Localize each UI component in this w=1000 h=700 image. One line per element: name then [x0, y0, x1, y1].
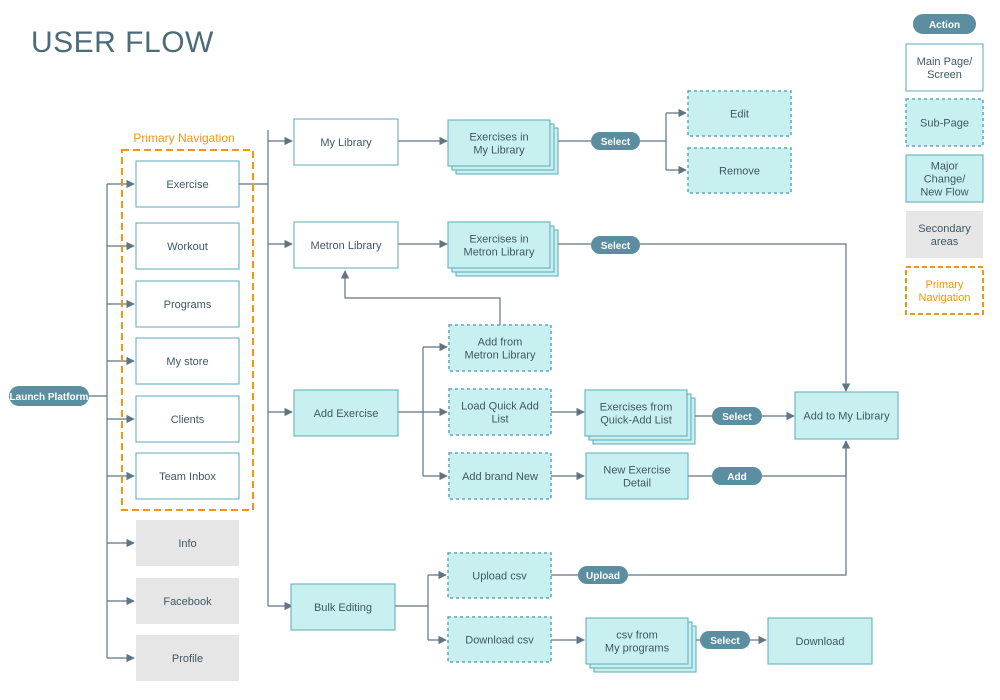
- legend-main-page[interactable]: Main Page/Screen: [905, 43, 984, 92]
- upload-csv-subpage[interactable]: Upload csv: [447, 552, 552, 599]
- select-quick-add-action[interactable]: Select: [712, 407, 762, 425]
- nav-item-clients[interactable]: Clients: [135, 395, 240, 443]
- select-metron-action-label: Select: [601, 241, 631, 252]
- legend-action-label: Action: [929, 20, 960, 31]
- connector-line: [762, 440, 851, 477]
- secondary-item-info-label: Info: [178, 538, 196, 550]
- connector-line: [340, 270, 501, 325]
- secondary-item-info[interactable]: Info: [136, 520, 239, 566]
- add-action[interactable]: Add: [712, 467, 762, 485]
- nav-item-workout[interactable]: Workout: [135, 222, 240, 270]
- select-csv-action-label: Select: [710, 636, 740, 647]
- nav-item-workout-label: Workout: [167, 241, 208, 253]
- add-exercise-page[interactable]: Add Exercise: [293, 389, 399, 437]
- secondary-item-facebook[interactable]: Facebook: [136, 578, 239, 624]
- add-to-my-library-page[interactable]: Add to My Library: [794, 391, 899, 440]
- nav-item-exercise[interactable]: Exercise: [135, 160, 240, 208]
- select-metron-action[interactable]: Select: [591, 236, 640, 254]
- download-page[interactable]: Download: [767, 617, 873, 665]
- nav-item-clients-label: Clients: [171, 414, 205, 426]
- connectors: [89, 108, 851, 663]
- upload-action-label: Upload: [586, 571, 620, 582]
- add-exercise-page-label: Add Exercise: [314, 408, 379, 420]
- metron-library-page-label: Metron Library: [311, 240, 382, 252]
- edit-subpage-label: Edit: [730, 109, 749, 121]
- select-csv-action[interactable]: Select: [700, 631, 750, 649]
- add-action-label: Add: [727, 472, 746, 483]
- remove-subpage[interactable]: Remove: [687, 147, 792, 194]
- page-title: USER FLOW: [31, 26, 214, 59]
- nav-item-my-store[interactable]: My store: [135, 337, 240, 385]
- bulk-editing-page-label: Bulk Editing: [314, 602, 372, 614]
- legend-sub-page-label: Sub-Page: [920, 118, 969, 130]
- legend-sub-page[interactable]: Sub-Page: [905, 98, 984, 147]
- add-brand-new-subpage-label: Add brand New: [462, 471, 538, 483]
- connector-line: [628, 441, 847, 576]
- add-brand-new-subpage[interactable]: Add brand New: [448, 452, 552, 500]
- secondary-item-profile[interactable]: Profile: [136, 635, 239, 681]
- launch-platform-action[interactable]: Launch Platform: [9, 386, 89, 406]
- secondary-item-facebook-label: Facebook: [163, 596, 212, 608]
- primary-navigation-group: [121, 149, 254, 511]
- legend-action[interactable]: Action: [913, 14, 976, 34]
- add-to-my-library-page-label: Add to My Library: [803, 411, 890, 423]
- nav-item-programs-label: Programs: [164, 299, 212, 311]
- my-library-page[interactable]: My Library: [293, 118, 399, 166]
- select-quick-add-action-label: Select: [722, 412, 752, 423]
- remove-subpage-label: Remove: [719, 166, 760, 178]
- launch-platform-action-label: Launch Platform: [10, 392, 89, 403]
- nav-item-team-inbox[interactable]: Team Inbox: [135, 452, 240, 500]
- legend-main-page-label: Main Page/Screen: [917, 56, 974, 81]
- nav-item-programs[interactable]: Programs: [135, 280, 240, 328]
- my-library-page-label: My Library: [320, 137, 372, 149]
- nav-item-team-inbox-label: Team Inbox: [159, 471, 216, 483]
- download-page-label: Download: [796, 636, 845, 648]
- nav-item-exercise-label: Exercise: [166, 179, 208, 191]
- secondary-item-profile-label: Profile: [172, 653, 203, 665]
- select-my-library-action[interactable]: Select: [591, 132, 640, 150]
- nav-item-my-store-label: My store: [166, 356, 208, 368]
- upload-csv-subpage-label: Upload csv: [472, 571, 527, 583]
- connector-line: [640, 243, 851, 392]
- primary-navigation-title: Primary Navigation: [133, 131, 234, 145]
- metron-library-page[interactable]: Metron Library: [293, 221, 399, 269]
- edit-subpage[interactable]: Edit: [687, 90, 792, 137]
- upload-action[interactable]: Upload: [578, 566, 628, 584]
- select-my-library-action-label: Select: [601, 137, 631, 148]
- download-csv-subpage[interactable]: Download csv: [447, 616, 552, 663]
- bulk-editing-page[interactable]: Bulk Editing: [290, 583, 396, 631]
- download-csv-subpage-label: Download csv: [465, 635, 534, 647]
